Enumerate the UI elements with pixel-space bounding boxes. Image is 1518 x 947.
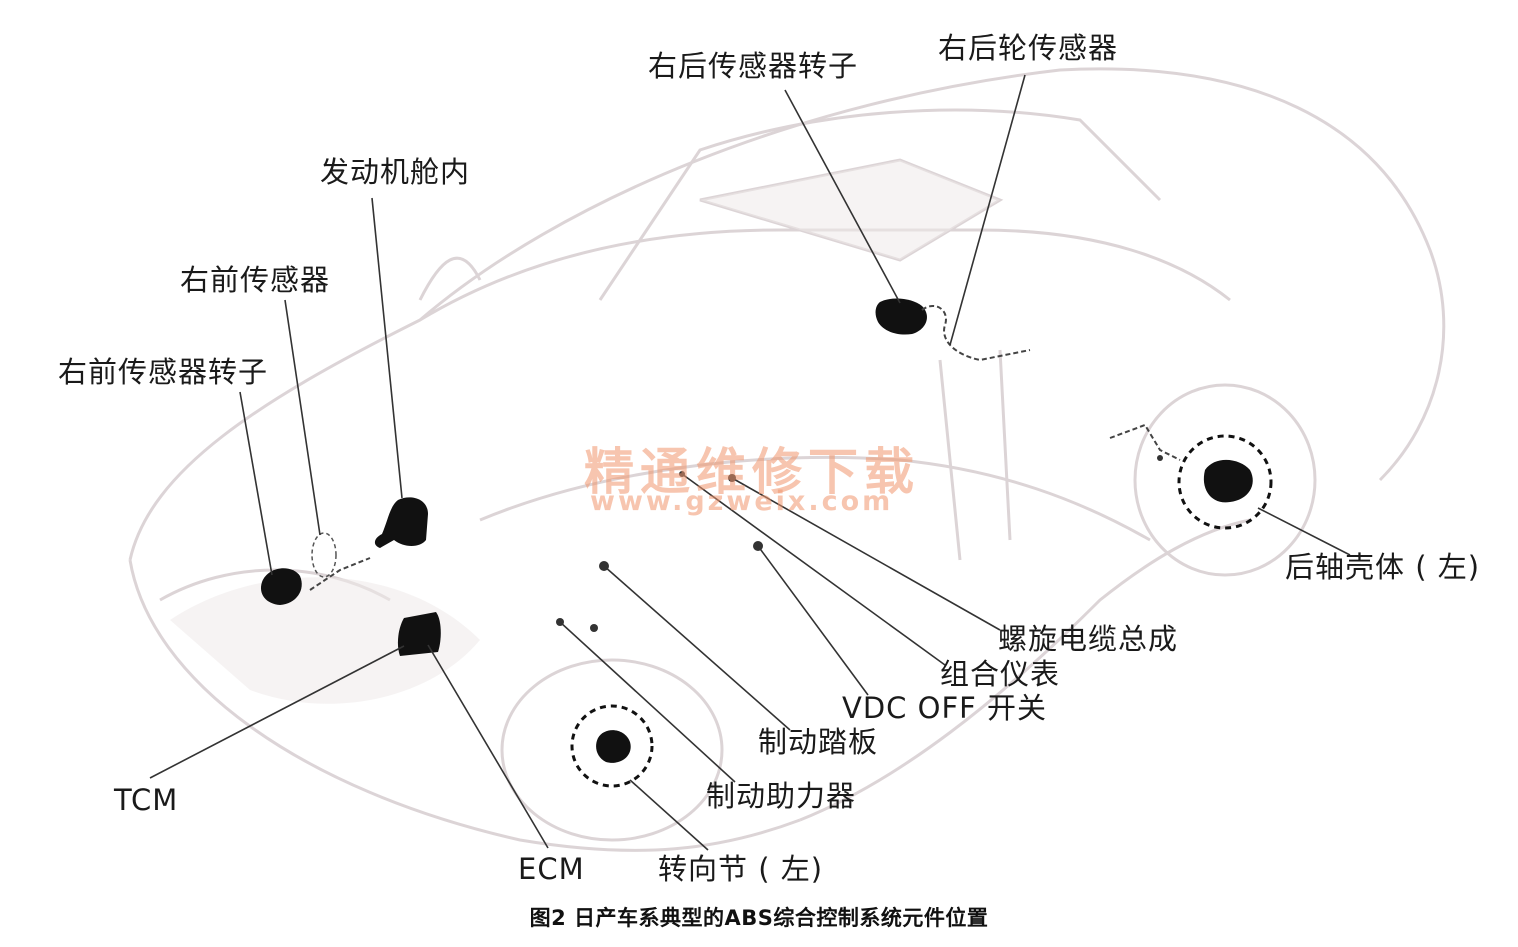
harness-lines <box>309 305 1181 591</box>
watermark-url: www.gzweix.com <box>590 486 894 517</box>
label-rear-axle-housing: 后轴壳体 ( 左) <box>1285 550 1481 584</box>
label-rr-sensor-rotor: 右后传感器转子 <box>648 49 859 83</box>
knuckle-component <box>596 730 631 763</box>
label-ecm: ECM <box>518 852 585 886</box>
label-tcm: TCM <box>114 783 179 817</box>
label-brake-booster: 制动助力器 <box>706 779 857 813</box>
label-steering-knuckle: 转向节 ( 左) <box>658 852 824 886</box>
rear-wheel-dashed-circle <box>1177 434 1273 530</box>
components <box>260 298 1253 763</box>
front-wheel-dashed-circle <box>570 704 654 788</box>
label-rr-wheel-sensor: 右后轮传感器 <box>938 31 1119 65</box>
leader-lines <box>149 74 1351 851</box>
watermark-text: 精通维修下载 <box>584 442 920 501</box>
front-rotor-component <box>260 568 302 605</box>
label-spiral-cable: 螺旋电缆总成 <box>998 622 1179 656</box>
car-body-outline <box>128 67 1446 852</box>
engine-component <box>374 497 428 548</box>
rear-axle-component <box>1203 459 1253 503</box>
label-engine-bay: 发动机舱内 <box>320 155 471 189</box>
label-brake-pedal: 制动踏板 <box>758 725 879 759</box>
front-sensor-dashed-circle <box>311 532 337 578</box>
rr-sensor-component <box>875 298 927 335</box>
label-fr-sensor-rotor: 右前传感器转子 <box>58 355 269 389</box>
tcm-component <box>397 612 441 656</box>
label-combination-meter: 组合仪表 <box>940 657 1061 691</box>
label-fr-sensor: 右前传感器 <box>180 263 331 297</box>
figure-caption: 图2 日产车系典型的ABS综合控制系统元件位置 <box>529 906 989 930</box>
label-vdc-off-switch: VDC OFF 开关 <box>842 691 1048 725</box>
